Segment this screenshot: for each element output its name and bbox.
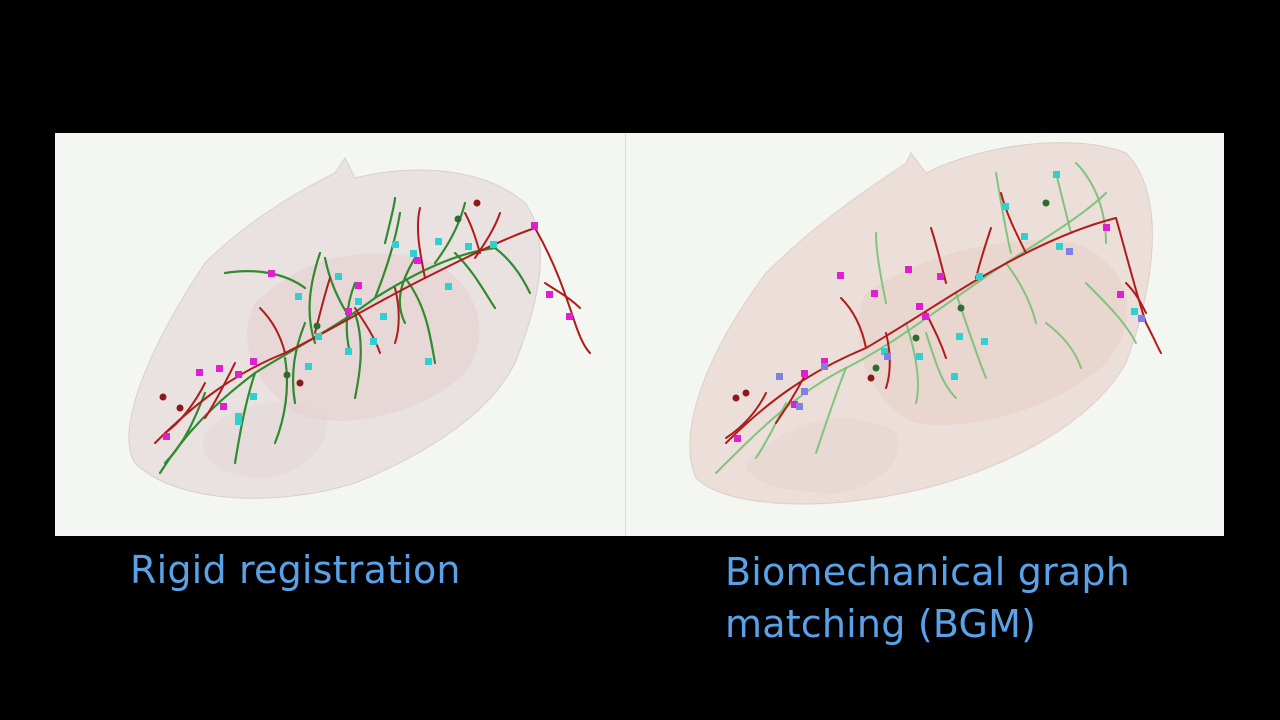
panel-divider <box>625 133 626 536</box>
matched-markers <box>235 238 497 425</box>
paired-markers <box>776 248 1145 410</box>
matched-markers <box>881 171 1138 380</box>
liver-vessel-model-rigid <box>128 157 591 499</box>
rigid-registration-render <box>55 133 625 536</box>
liver-lower-lobe <box>203 402 327 478</box>
caption-rigid-registration: Rigid registration <box>130 548 461 592</box>
bifurcation-markers <box>163 222 573 440</box>
target-vessels <box>154 207 591 444</box>
liver-inner-lobe <box>247 253 480 421</box>
target-vessels <box>725 192 1162 444</box>
liver-vessel-model-bgm <box>689 142 1162 505</box>
bifurcation-markers <box>734 224 1124 442</box>
endpoint-dots <box>732 199 1050 402</box>
liver-lower-lobe <box>746 418 898 493</box>
liver-inner-lobe <box>858 240 1128 425</box>
caption-bgm-line2: matching (BGM) <box>725 602 1037 646</box>
source-vessels <box>158 196 532 475</box>
caption-bgm-line1: Biomechanical graph <box>725 550 1131 594</box>
caption-bgm: Biomechanical graph matching (BGM) <box>725 546 1130 650</box>
endpoint-dots <box>159 199 481 412</box>
source-vessels <box>715 162 1137 474</box>
bgm-render <box>626 133 1224 536</box>
